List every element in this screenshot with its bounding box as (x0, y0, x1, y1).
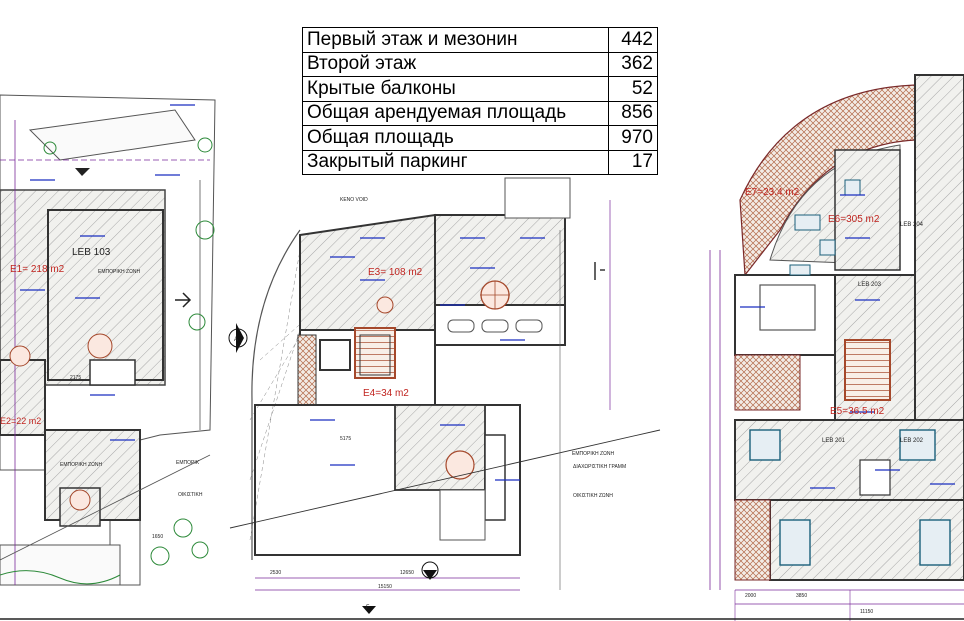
row-label: Закрытый паркинг (302, 149, 609, 175)
table-row: Крытые балконы 52 (302, 76, 658, 102)
left-floor-plan: LEB 103 E1= 218 m2 E2=22 m2 ΕΜΠΟΡΙΚΗ ΖΩΝ… (0, 94, 216, 586)
zone-commercial-label: ΕΜΠΟΡΙΚΗ ΖΩΝΗ (572, 451, 614, 457)
row-label: Общая арендуемая площадь (302, 100, 609, 126)
section-marker-a: A (234, 337, 238, 343)
void-label: KENO VOID (340, 197, 368, 203)
dimension-right: 12650 (400, 570, 414, 576)
side-note-commercial: ΕΜΠΟΡΙΚ (176, 460, 200, 466)
row-value: 970 (608, 125, 658, 151)
unit-203-label: LEB 203 (858, 282, 882, 288)
dimension-total: 15150 (378, 584, 392, 590)
dimension-mid: 5175 (340, 436, 351, 442)
table-row: Общая арендуемая площадь 856 (302, 100, 658, 126)
area-label-e4: E4=34 m2 (363, 388, 409, 399)
row-label: Первый этаж и мезонин (302, 27, 609, 53)
dimension-b: 1650 (152, 534, 163, 540)
zone-label: ΕΜΠΟΡΙΚΗ ΖΩΝΗ (98, 269, 140, 275)
table-row: Второй этаж 362 (302, 51, 658, 77)
dimension-c: 11150 (860, 609, 873, 615)
area-label-e5: E5=36.5 m2 (830, 406, 885, 417)
area-summary-table: Первый этаж и мезонин 442 Второй этаж 36… (302, 27, 658, 175)
row-label: Второй этаж (302, 51, 609, 77)
row-value: 362 (608, 51, 658, 77)
zone-residential-label: ΟΙΚΙΣΤΙΚΗ ΖΩΝΗ (573, 493, 613, 499)
table-row: Первый этаж и мезонин 442 (302, 27, 658, 53)
dimension-b: 3850 (796, 593, 807, 599)
dimension-left: 2530 (270, 570, 281, 576)
zone-line-label: ΔΙΑΧΩΡΙΣΤΙΚΗ ΓΡΑΜΜ (573, 464, 626, 470)
unit-201-label: LEB 201 (822, 438, 846, 444)
row-label: Крытые балконы (302, 76, 609, 102)
row-value: 856 (608, 100, 658, 126)
area-label-e1: E1= 218 m2 (10, 264, 65, 275)
unit-202-label: LEB 202 (900, 438, 924, 444)
row-value: 442 (608, 27, 658, 53)
dimension-a: 2000 (745, 593, 756, 599)
area-label-e2: E2=22 m2 (0, 416, 41, 426)
row-value: 52 (608, 76, 658, 102)
area-label-e6: E6=305 m2 (828, 214, 880, 225)
middle-floor-plan: A Γ E3= 108 m2 E4=34 m2 KENO VOID ΕΜΠΟΡΙ… (228, 177, 661, 614)
section-marker-g: Γ (366, 605, 370, 611)
side-note-residential: ΟΙΚΙΣΤΙΚΗ (178, 492, 203, 498)
row-label: Общая площадь (302, 125, 609, 151)
table-row: Общая площадь 970 (302, 125, 658, 151)
dimension-a: 2175 (70, 375, 81, 381)
zone-label-lower: ΕΜΠΟΡΙΚΗ ΖΩΝΗ (60, 462, 102, 468)
row-value: 17 (608, 149, 658, 175)
area-label-e3: E3= 108 m2 (368, 267, 423, 278)
area-label-e7: E7=23.4 m2 (745, 187, 800, 198)
table-row: Закрытый паркинг 17 (302, 149, 658, 175)
unit-204-label: LEB 204 (900, 222, 924, 228)
unit-label: LEB 103 (72, 247, 111, 258)
right-floor-plan: E7=23.4 m2 E6=305 m2 E5=36.5 m2 LEB 201 … (709, 74, 964, 621)
